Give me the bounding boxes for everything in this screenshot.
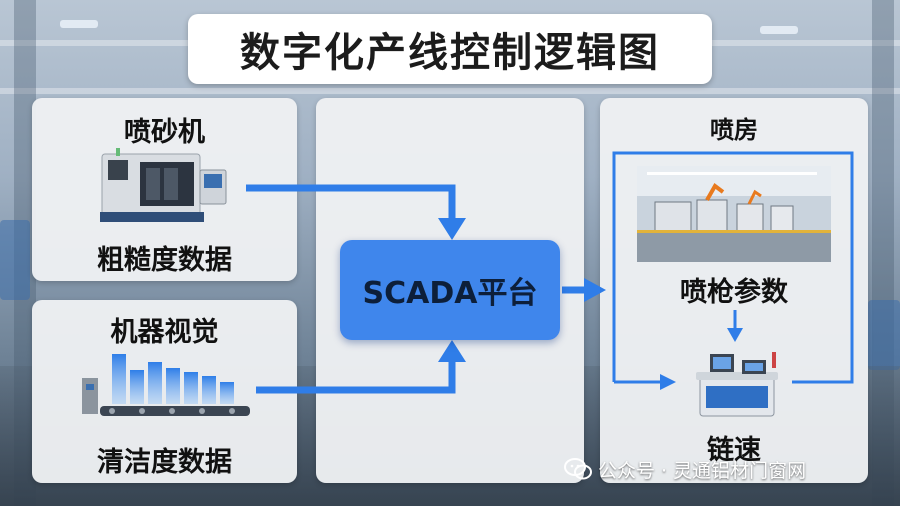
watermark-text: 公众号 · 灵通铝材门窗网 (598, 459, 807, 482)
spray-gun-params-label: 喷枪参数 (680, 277, 788, 308)
booth-loop-line (612, 151, 854, 384)
diagram-title: 数字化产线控制逻辑图 (240, 30, 660, 76)
bg-machine (868, 300, 900, 370)
panel-spray-booth: 喷房 喷枪参数 链速 (600, 98, 868, 483)
arrow-head (438, 218, 466, 240)
chain-speed-label: 链速 (707, 435, 761, 466)
panel-sandblaster: 喷砂机 粗糙度数据 (32, 98, 297, 281)
bg-machine (0, 220, 30, 300)
machine-vision-heading: 机器视觉 (110, 317, 219, 348)
arrow-sandblaster-to-scada (246, 184, 456, 222)
arrow-head (660, 374, 676, 390)
spray-booth-heading: 喷房 (710, 116, 758, 144)
arrow-head (584, 278, 606, 302)
title-banner: 数字化产线控制逻辑图 (188, 14, 712, 84)
sandblaster-machine-icon (100, 148, 227, 222)
watermark: 公众号 · 灵通铝材门窗网 (564, 456, 806, 482)
roughness-data-label: 粗糙度数据 (97, 245, 232, 276)
arrow-head (727, 328, 743, 342)
panel-machine-vision: 机器视觉 清洁度数据 (32, 300, 297, 483)
arrow-head (438, 340, 466, 362)
cleanliness-data-label: 清洁度数据 (97, 447, 232, 478)
arrow-vision-to-scada (256, 358, 456, 394)
factory-photo-icon (637, 166, 831, 262)
bg-ceiling-light (760, 26, 798, 34)
sandblaster-heading: 喷砂机 (124, 117, 205, 148)
scada-platform-box: SCADA平台 (340, 240, 560, 340)
bg-ceiling-beam (0, 88, 900, 94)
control-console-icon (696, 352, 778, 417)
scada-label: SCADA平台 (362, 276, 538, 311)
vision-bar-chart-icon (82, 354, 250, 416)
bg-ceiling-light (60, 20, 98, 28)
wechat-icon (564, 458, 592, 480)
